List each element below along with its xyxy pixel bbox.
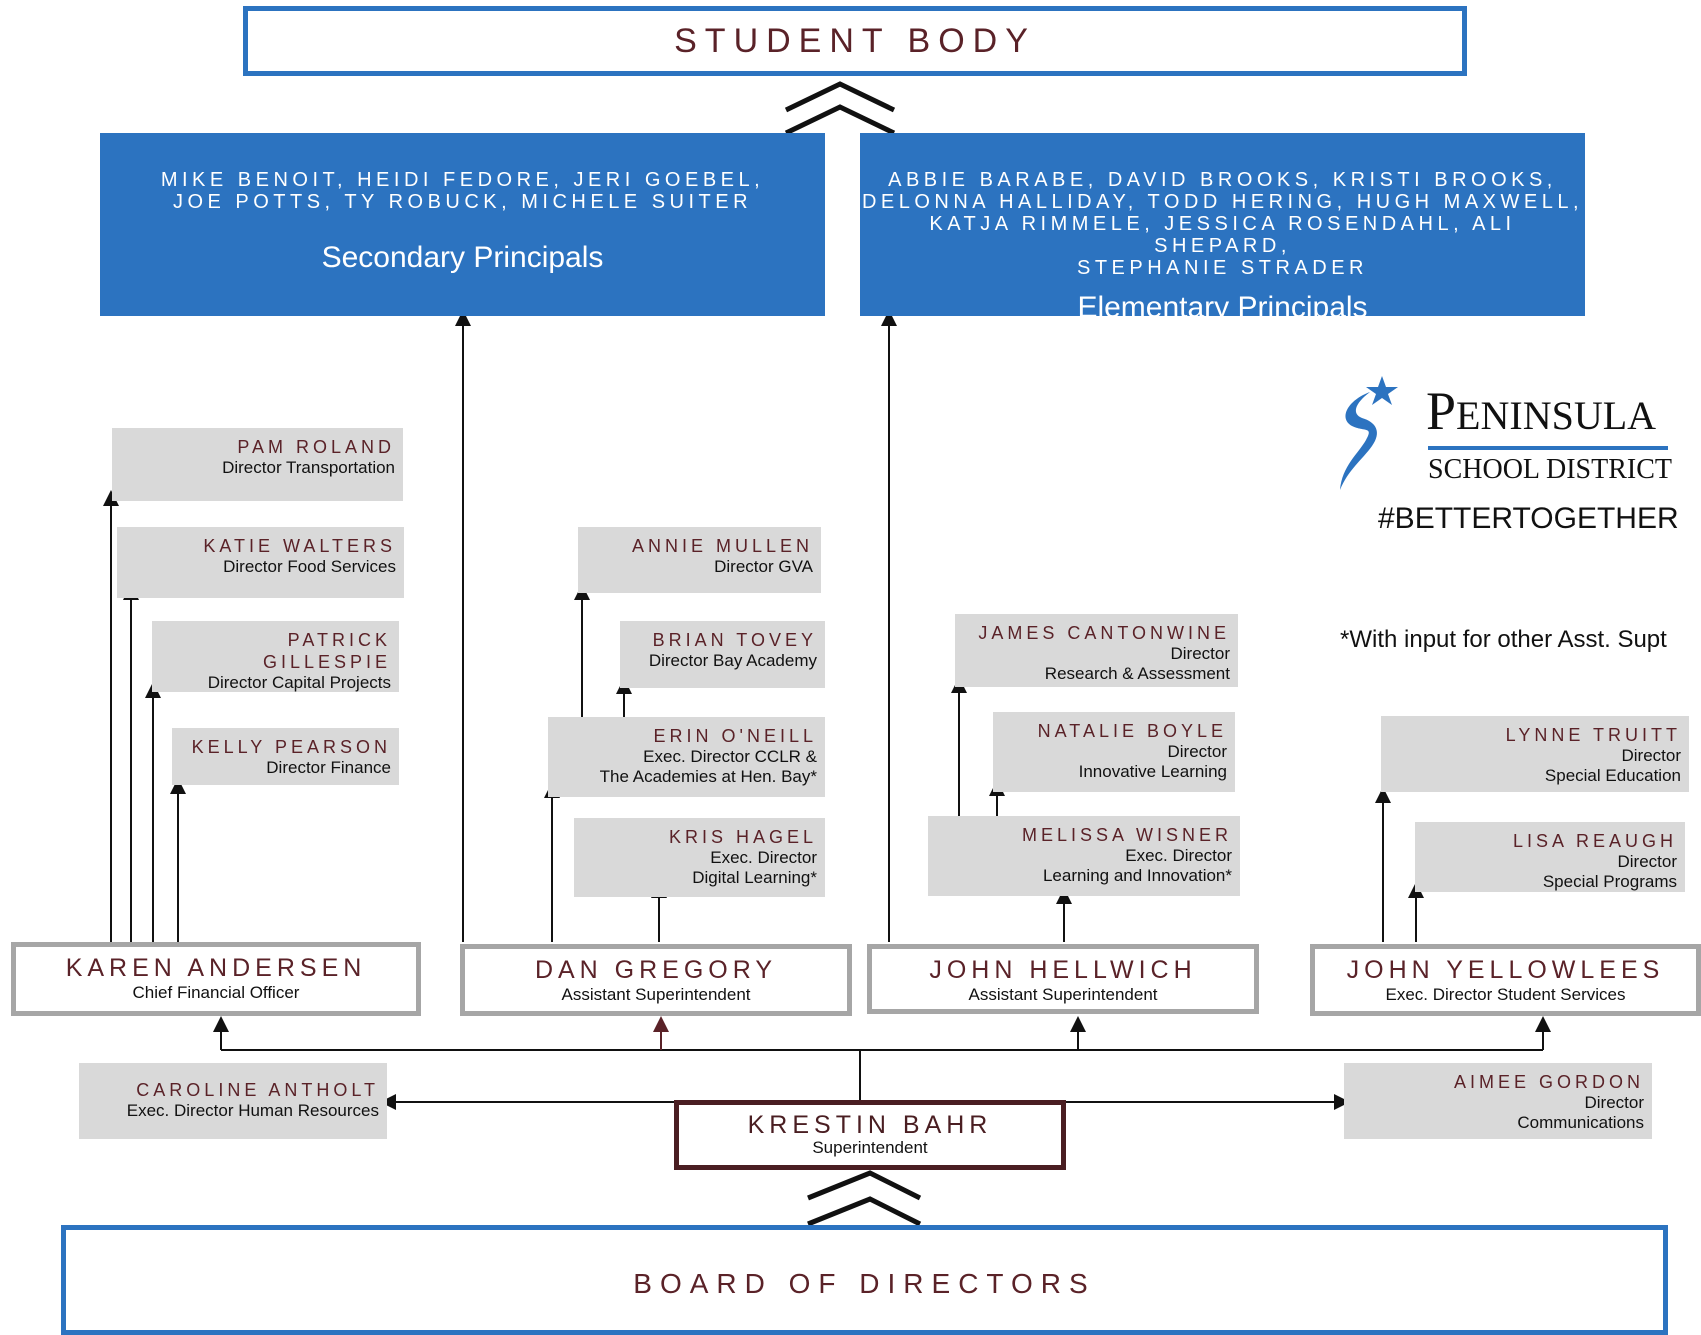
report-lisa-reaugh: LISA REAUGH Director Special Programs: [1415, 822, 1685, 892]
elementary-principals-box: ABBIE BARABE, DAVID BROOKS, KRISTI BROOK…: [860, 133, 1585, 324]
report-melissa-wisner: MELISSA WISNER Exec. Director Learning a…: [928, 816, 1240, 896]
elementary-role: Elementary Principals: [1077, 291, 1368, 324]
report-james-cantonwine: JAMES CANTONWINE Director Research & Ass…: [955, 614, 1238, 687]
superintendent-box: KRESTIN BAHR Superintendent: [674, 1100, 1066, 1170]
leader-john-hellwich: JOHN HELLWICH Assistant Superintendent: [867, 944, 1259, 1014]
report-kris-hagel: KRIS HAGEL Exec. Director Digital Learni…: [574, 818, 825, 897]
report-patrick-gillespie: PATRICK GILLESPIE Director Capital Proje…: [152, 621, 399, 692]
report-caroline-antholt: CAROLINE ANTHOLT Exec. Director Human Re…: [79, 1063, 387, 1139]
chevron-up-bottom-1: [807, 1170, 922, 1201]
input-note: *With input for other Asst. Supt: [1340, 626, 1667, 653]
chevron-up-bottom-2: [807, 1196, 922, 1227]
connector-lines: [103, 81, 1551, 1227]
logo-name: PENINSULA: [1426, 381, 1657, 441]
chevron-up-top-2: [784, 104, 896, 136]
report-lynne-truitt: LYNNE TRUITT Director Special Education: [1381, 716, 1689, 792]
secondary-names: MIKE BENOIT, HEIDI FEDORE, JERI GOEBEL, …: [160, 169, 765, 213]
logo-hashtag: #BETTERTOGETHER: [1378, 502, 1679, 535]
report-aimee-gordon: AIMEE GORDON Director Communications: [1344, 1063, 1652, 1139]
report-natalie-boyle: NATALIE BOYLE Director Innovative Learni…: [993, 712, 1235, 792]
elementary-names: ABBIE BARABE, DAVID BROOKS, KRISTI BROOK…: [861, 169, 1584, 279]
secondary-principals-box: MIKE BENOIT, HEIDI FEDORE, JERI GOEBEL, …: [100, 133, 825, 316]
student-body-title: STUDENT BODY: [674, 21, 1036, 60]
leader-dan-gregory: DAN GREGORY Assistant Superintendent: [460, 944, 852, 1016]
leader-john-yellowlees: JOHN YELLOWLEES Exec. Director Student S…: [1310, 944, 1701, 1016]
report-annie-mullen: ANNIE MULLEN Director GVA: [578, 527, 821, 593]
report-brian-tovey: BRIAN TOVEY Director Bay Academy: [620, 621, 825, 688]
logo-underline: [1428, 446, 1668, 450]
report-erin-oneill: ERIN O'NEILL Exec. Director CCLR & The A…: [548, 717, 825, 797]
chevron-up-top-1: [784, 81, 896, 113]
report-pam-roland: PAM ROLAND Director Transportation: [112, 428, 403, 501]
report-katie-walters: KATIE WALTERS Director Food Services: [117, 527, 404, 598]
board-box: BOARD OF DIRECTORS: [61, 1225, 1668, 1335]
student-body-box: STUDENT BODY: [243, 6, 1467, 76]
logo-sub: SCHOOL DISTRICT: [1428, 454, 1672, 485]
district-logo: PENINSULA SCHOOL DISTRICT #BETTERTOGETHE…: [1330, 374, 1690, 544]
report-kelly-pearson: KELLY PEARSON Director Finance: [172, 728, 399, 785]
board-title: BOARD OF DIRECTORS: [633, 1268, 1096, 1299]
secondary-role: Secondary Principals: [321, 241, 604, 274]
star-swoosh-icon: [1340, 376, 1398, 490]
leader-karen-andersen: KAREN ANDERSEN Chief Financial Officer: [11, 942, 421, 1016]
